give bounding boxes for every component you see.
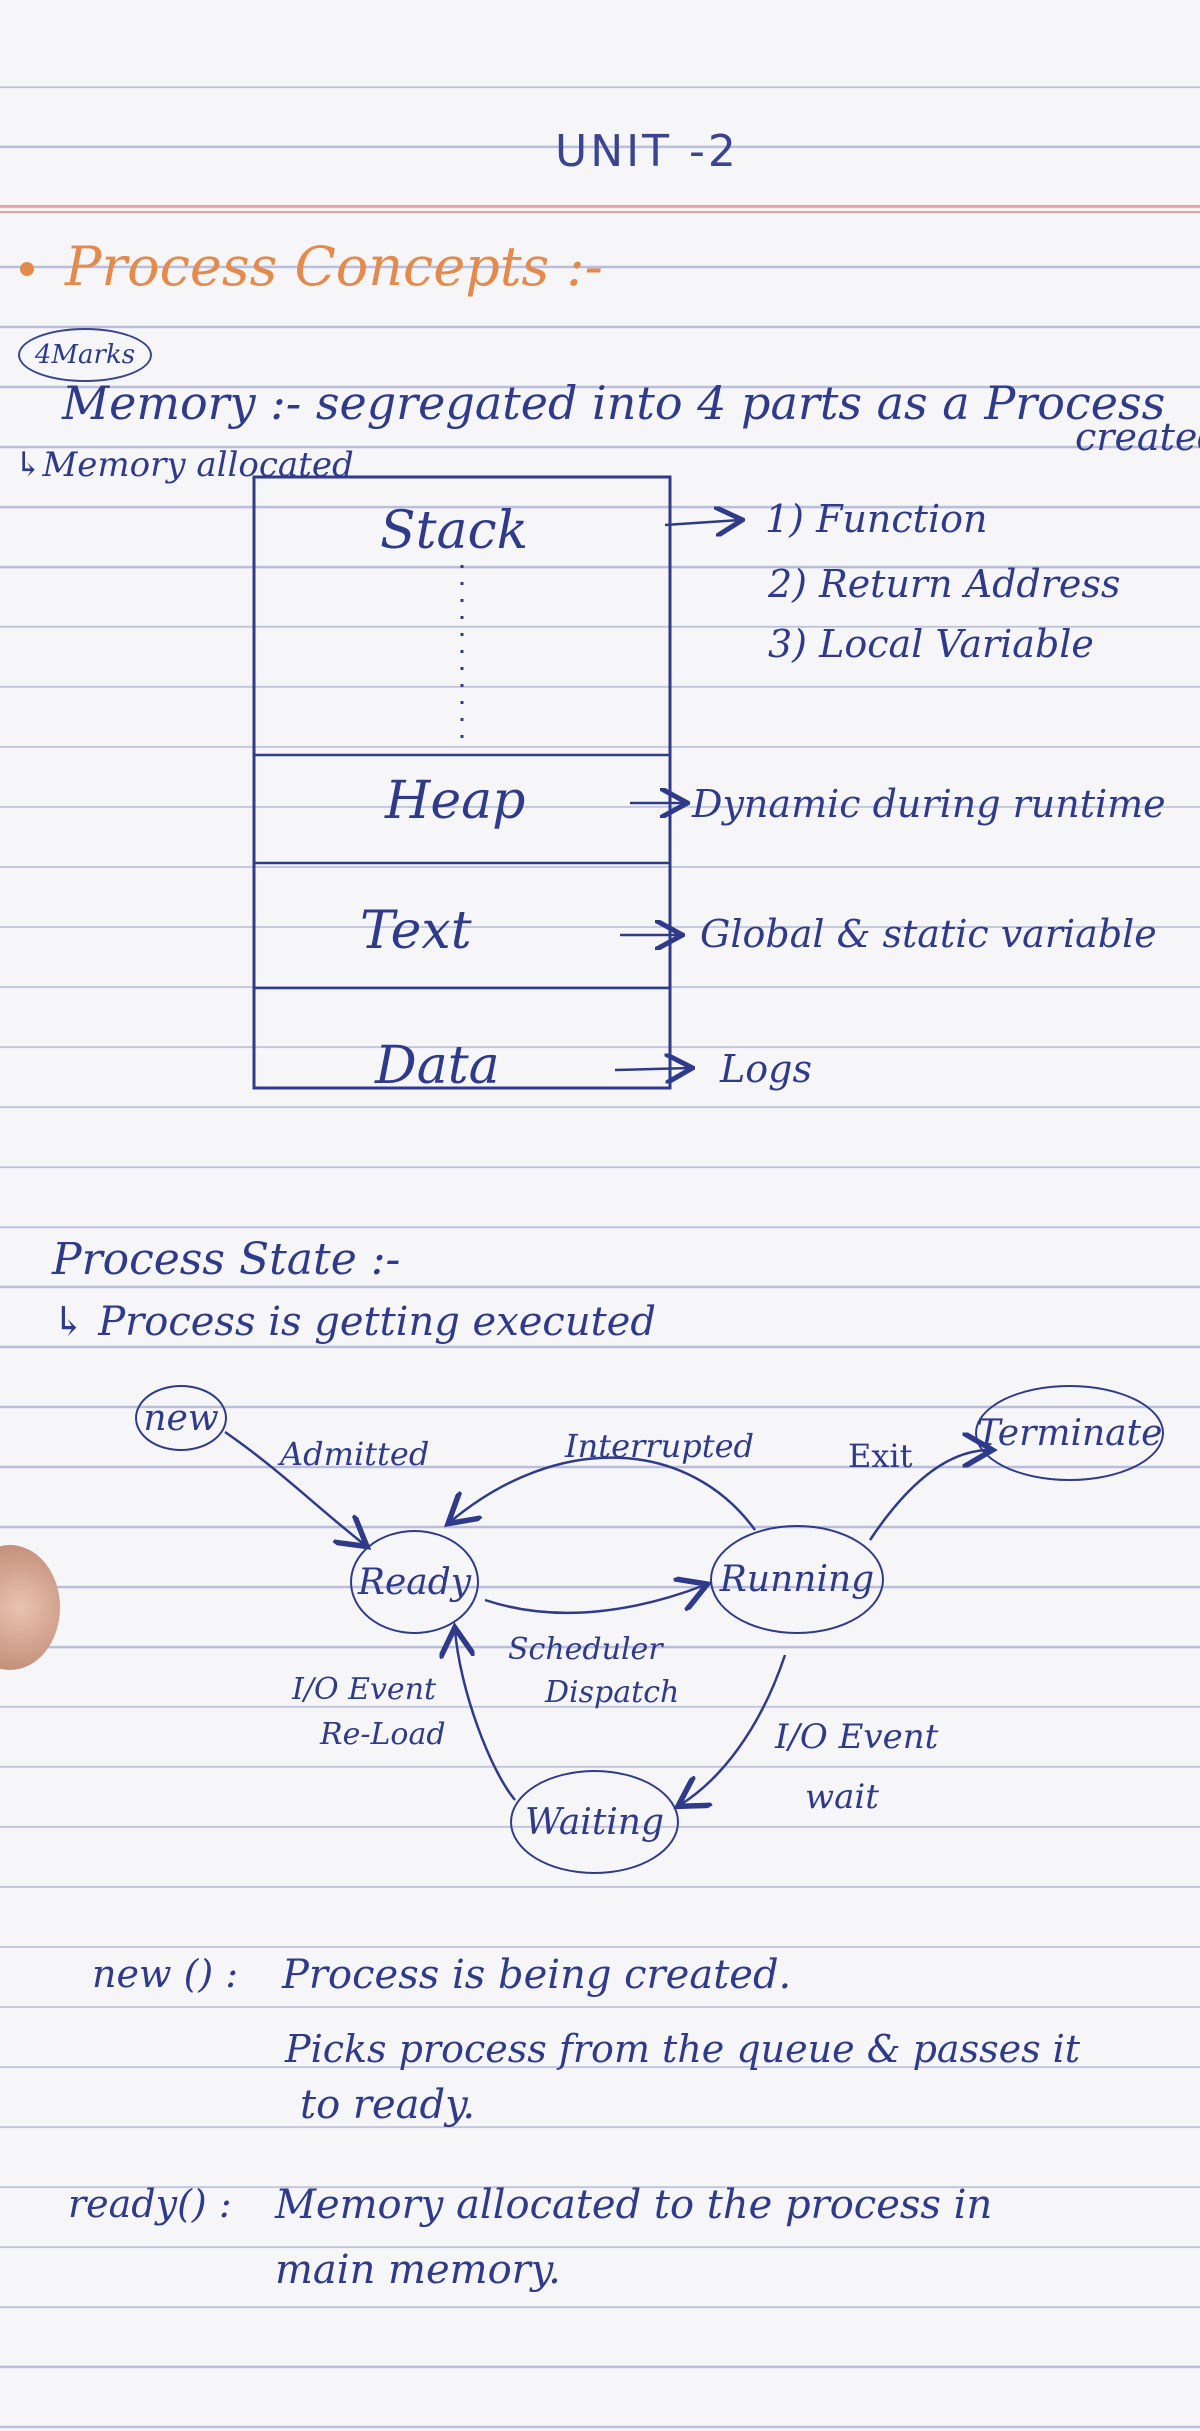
heap-segment-label: Heap	[385, 771, 526, 831]
state-waiting: Waiting	[510, 1770, 679, 1874]
state-waiting-label: Waiting	[524, 1801, 665, 1843]
edge-scheduler: Scheduler	[508, 1632, 663, 1667]
stack-note-3: 3) Local Variable	[768, 622, 1094, 666]
def-new-line-3: to ready.	[300, 2082, 476, 2128]
unit-title: UNIT -2	[555, 126, 739, 177]
def-ready-line-1: Memory allocated to the process in	[275, 2182, 993, 2228]
edge-interrupted: Interrupted	[565, 1427, 755, 1465]
stack-note-1: 1) Function	[765, 497, 988, 541]
section-heading: Process Concepts :-	[65, 235, 603, 298]
state-ready: Ready	[350, 1530, 479, 1634]
heading-bullet	[20, 262, 34, 276]
process-state-subheading: ↳ Process is getting executed	[52, 1299, 656, 1345]
process-state-diagram	[224, 1430, 1200, 1880]
state-running: Running	[710, 1525, 884, 1634]
state-terminate: Terminate	[975, 1385, 1164, 1481]
edge-exit: Exit	[848, 1437, 913, 1475]
process-state-heading: Process State :-	[52, 1234, 401, 1285]
heap-note: Dynamic during runtime	[692, 782, 1166, 826]
text-note: Global & static variable	[700, 912, 1157, 956]
data-note: Logs	[720, 1047, 812, 1091]
edge-io-event-wait: I/O Event	[775, 1717, 939, 1757]
edge-reload: Re-Load	[320, 1717, 446, 1752]
edge-admitted: Admitted	[280, 1435, 430, 1473]
def-ready-term: ready() :	[68, 2182, 232, 2226]
edge-wait: wait	[805, 1777, 879, 1817]
marks-badge: 4Marks	[18, 328, 152, 382]
memory-line-cont: created	[1075, 415, 1200, 459]
def-new-term: new () :	[92, 1952, 239, 1996]
state-running-label: Running	[719, 1559, 875, 1600]
margin-line-top-2	[0, 211, 1200, 213]
state-ready-label: Ready	[357, 1561, 472, 1603]
def-new-line-2: Picks process from the queue & passes it	[285, 2027, 1081, 2071]
def-new-line-1: Process is being created.	[282, 1952, 792, 1998]
edge-dispatch: Dispatch	[545, 1675, 680, 1710]
stack-note-2: 2) Return Address	[768, 562, 1121, 606]
marks-badge-label: 4Marks	[34, 340, 136, 370]
text-segment-label: Text	[360, 901, 472, 961]
memory-layout-diagram	[252, 475, 672, 1090]
data-segment-label: Data	[375, 1036, 500, 1096]
edge-io-event-reload: I/O Event	[292, 1672, 437, 1707]
memory-arrows	[614, 0, 1200, 1200]
state-new: new	[135, 1385, 227, 1451]
state-new-label: new	[143, 1397, 219, 1439]
stack-segment-label: Stack	[380, 501, 529, 561]
def-ready-line-2: main memory.	[275, 2247, 561, 2293]
margin-line-top	[0, 205, 1200, 207]
state-terminate-label: Terminate	[976, 1412, 1163, 1454]
memory-line: Memory :- segregated into 4 parts as a P…	[62, 376, 1166, 430]
